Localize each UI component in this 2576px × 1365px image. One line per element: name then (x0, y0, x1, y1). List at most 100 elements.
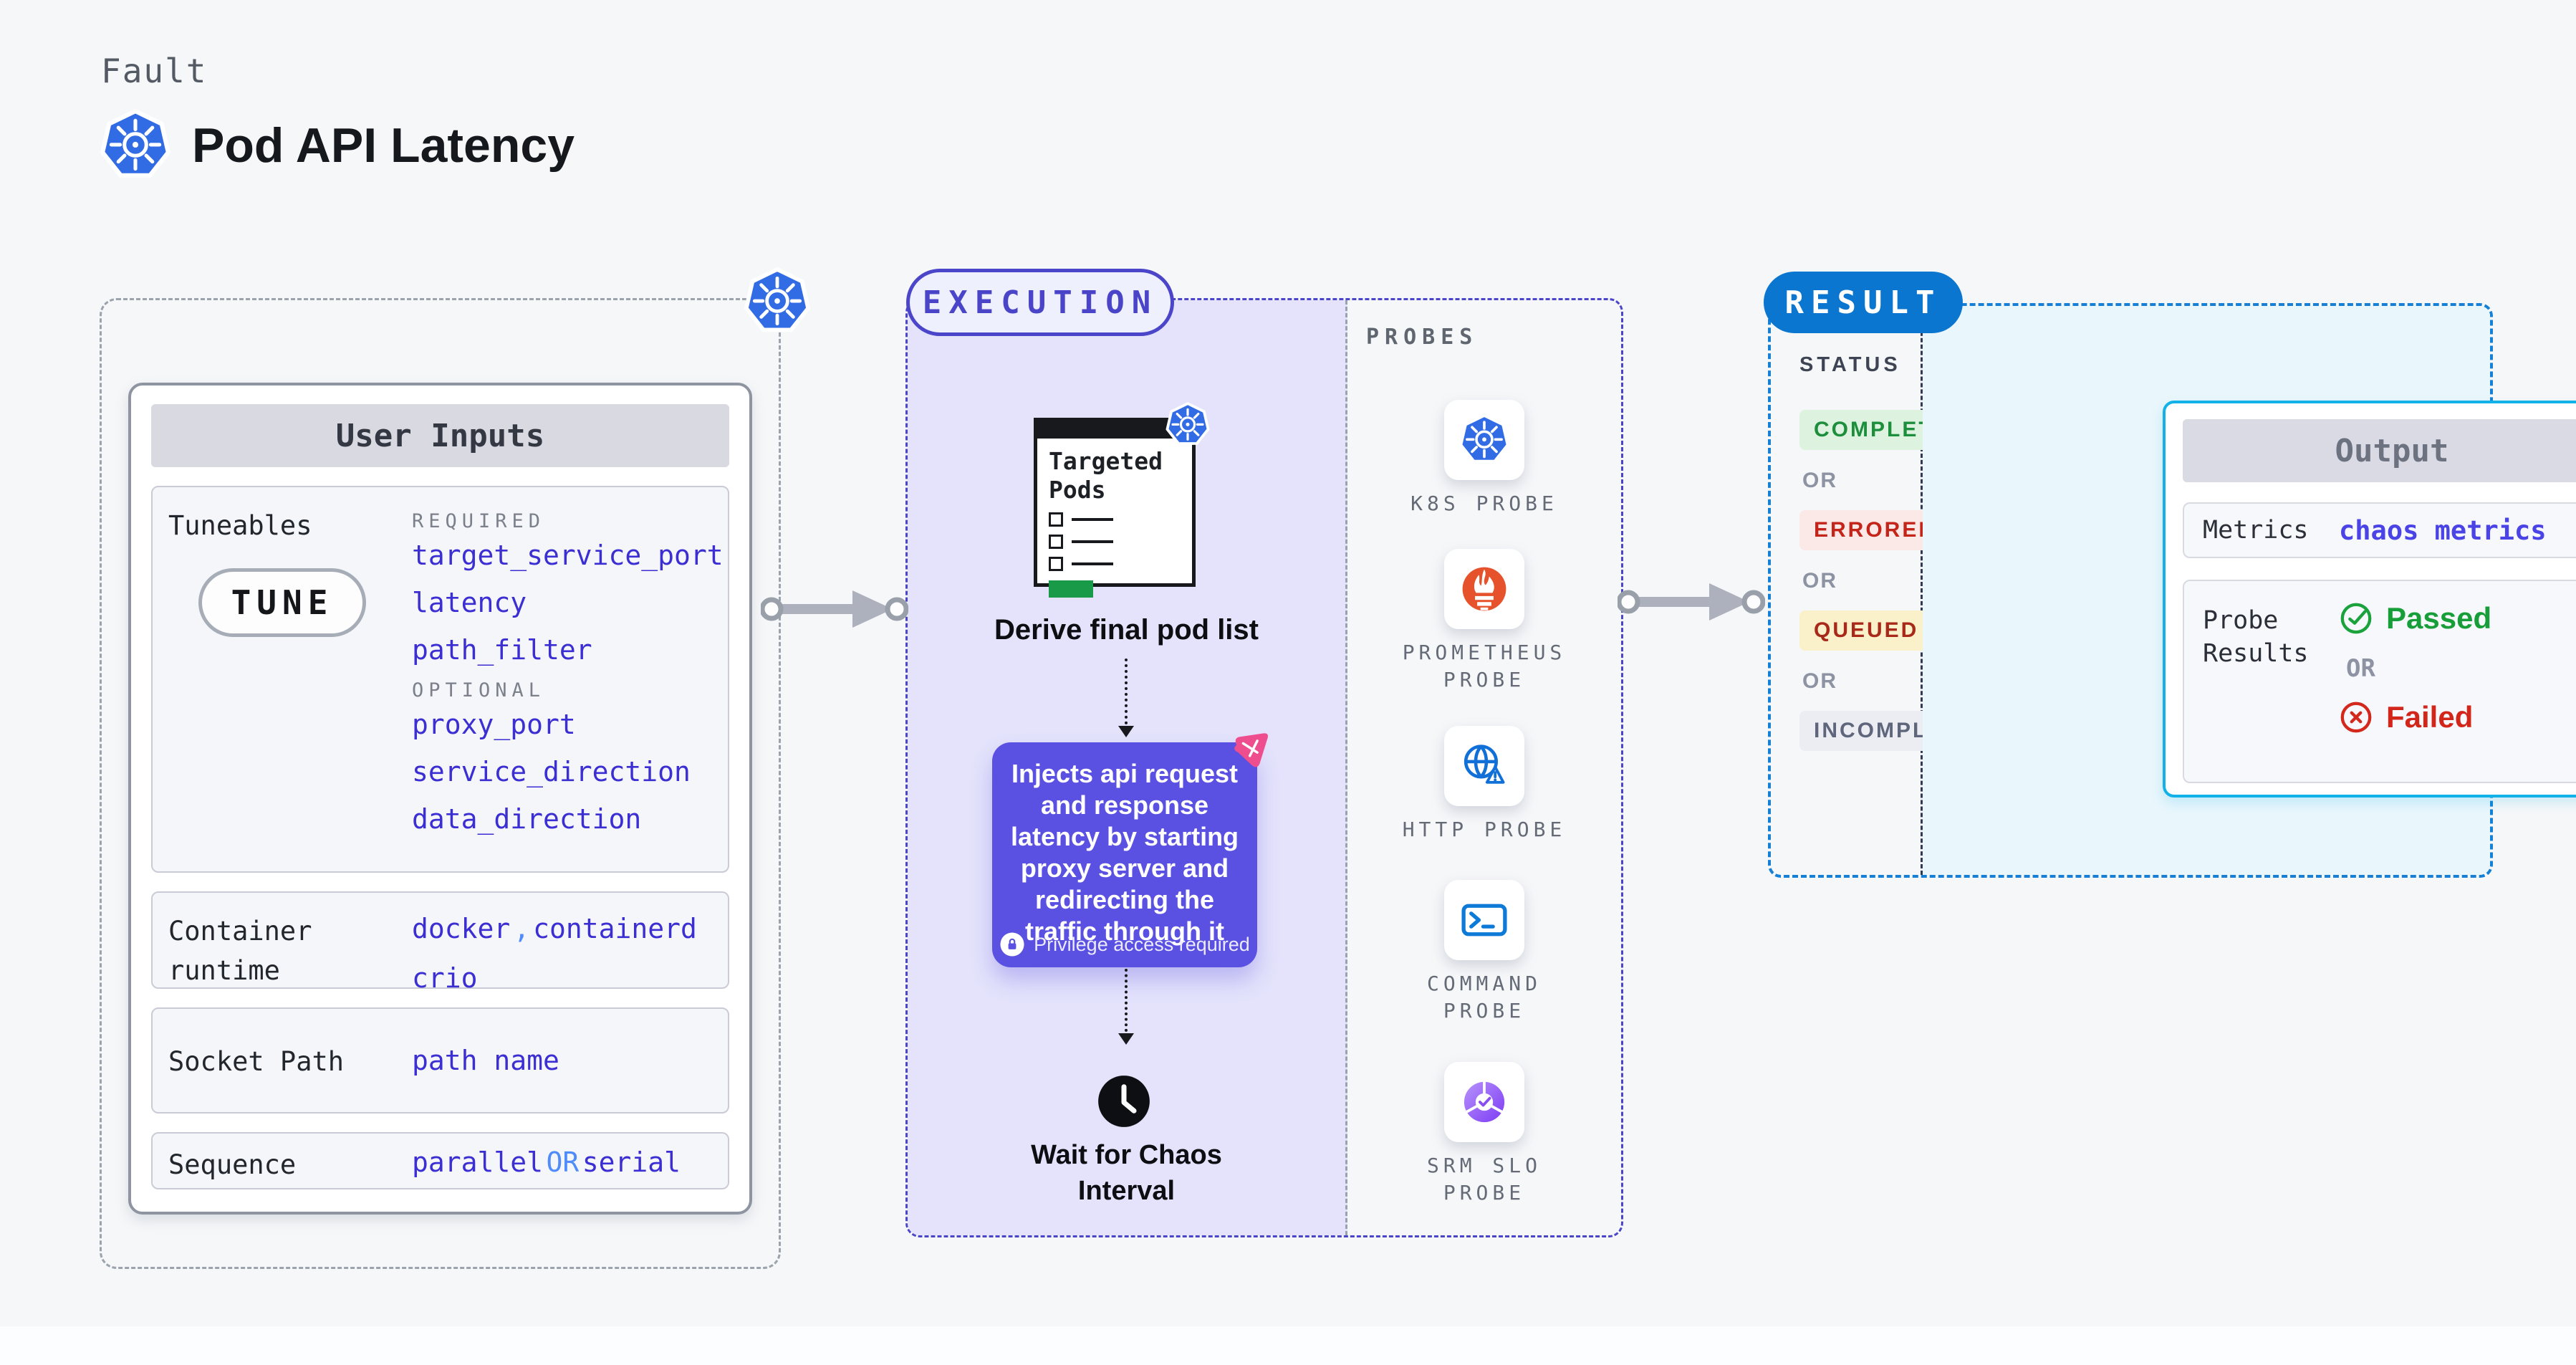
checkbox-icon (1049, 535, 1063, 549)
tuneable-param: service_direction (412, 756, 691, 787)
probe-item-prometheus: PROMETHEUS PROBE (1347, 549, 1621, 694)
container-runtime-label: Container runtime (168, 916, 312, 986)
prometheus-icon (1457, 562, 1512, 616)
optional-label: OPTIONAL (412, 679, 546, 701)
tuneables-label: Tuneables (168, 510, 312, 541)
socket-path-row: Socket Path path name (151, 1007, 729, 1113)
inject-step-text: Injects api request and response latency… (1010, 759, 1239, 946)
sequence-value: parallel (412, 1146, 544, 1178)
runtime-value: crio (412, 962, 478, 994)
inject-latency-step: Injects api request and response latency… (992, 742, 1257, 967)
passed-verdict: Passed (2339, 601, 2491, 636)
targeted-pods-document: Targeted Pods (1034, 418, 1196, 598)
flow-arrow-execution-to-result (1618, 582, 1765, 622)
execution-pill: EXECUTION (906, 269, 1174, 336)
runtime-value: containerd (533, 913, 697, 944)
green-progress-bar (1049, 580, 1093, 598)
failed-verdict: Failed (2339, 700, 2491, 734)
required-label: REQUIRED (412, 510, 546, 532)
probe-item-command: COMMAND PROBE (1347, 880, 1621, 1025)
container-runtime-row: Container runtime docker , containerd cr… (151, 891, 729, 994)
output-header: Output (2183, 419, 2576, 482)
page-title-row: Pod API Latency (99, 107, 575, 183)
sequence-row: Sequence parallel OR serial (151, 1132, 729, 1189)
tuneables-values: REQUIRED target_service_port latency pat… (389, 487, 728, 871)
tuneables-row: Tuneables REQUIRED target_service_port l… (151, 486, 729, 873)
tuneable-param: path_filter (412, 634, 592, 666)
pod-list-item (1049, 535, 1192, 549)
probes-panel: PROBES K8S PROBE PROMETHEUS PROBE HTTP P… (1347, 300, 1621, 1235)
list-line (1072, 562, 1113, 565)
probe-name: HTTP PROBE (1402, 818, 1567, 841)
fault-eyebrow: Fault (101, 52, 208, 90)
derive-pod-list-label: Derive final pod list (994, 614, 1259, 646)
x-circle-icon (2339, 700, 2373, 734)
output-card: Output Metrics chaos metrics Probe Resul… (2163, 401, 2576, 798)
targeted-pods-title: Targeted Pods (1049, 447, 1163, 504)
status-column: RESULT STATUS COMPLETED OR ERRORED OR QU… (1764, 272, 2009, 875)
runtime-separator: , (513, 913, 530, 944)
or-separator: OR (1802, 569, 1837, 593)
tuneable-param: data_direction (412, 803, 642, 835)
checkbox-icon (1049, 557, 1063, 571)
lock-icon (999, 931, 1025, 957)
privilege-note-text: Privilege access required (1034, 933, 1250, 955)
probe-results-row: Probe Results Passed OR Failed (2183, 580, 2576, 783)
sequence-value: serial (582, 1146, 681, 1178)
page-title: Pod API Latency (192, 118, 575, 173)
tuneable-param: target_service_port (412, 540, 724, 571)
tuneable-param: latency (412, 587, 527, 618)
pod-list-item (1049, 512, 1192, 527)
metrics-row: Metrics chaos metrics (2183, 502, 2576, 558)
metrics-label: Metrics (2203, 516, 2309, 545)
container-runtime-values: docker , containerd crio (389, 893, 728, 994)
or-separator: OR (1802, 469, 1837, 492)
probe-item-http: HTTP PROBE (1347, 726, 1621, 843)
arrowhead-icon (1118, 1033, 1134, 1045)
status-heading: STATUS (1799, 353, 1901, 376)
litmus-icon (1230, 731, 1273, 772)
probe-name: PROMETHEUS PROBE (1402, 641, 1567, 691)
pod-list-item (1049, 557, 1192, 571)
sequence-or: OR (546, 1146, 580, 1178)
status-badge-queued: QUEUED (1799, 610, 1933, 651)
probe-item-srm-slo: SRM SLO PROBE (1347, 1062, 1621, 1207)
probe-name: COMMAND PROBE (1426, 972, 1542, 1022)
terminal-icon (1457, 893, 1512, 947)
flow-arrow-tune-to-execution (761, 589, 908, 629)
failed-text: Failed (2386, 700, 2474, 734)
probe-card (1444, 549, 1524, 629)
tune-pill: TUNE (198, 568, 366, 637)
execution-section: EXECUTION Targeted Pods Derive final pod… (905, 269, 1623, 1237)
kubernetes-icon (1165, 401, 1211, 449)
user-inputs-card: User Inputs Tuneables REQUIRED target_se… (128, 383, 752, 1215)
wait-chaos-interval-label: Wait for Chaos Interval (1031, 1140, 1222, 1206)
user-inputs-header: User Inputs (151, 404, 729, 467)
result-section: RESULT STATUS COMPLETED OR ERRORED OR QU… (1764, 272, 2576, 878)
arrowhead-icon (1118, 726, 1134, 737)
socket-path-label: Socket Path (168, 1046, 345, 1077)
http-globe-warning-icon (1457, 739, 1512, 793)
probe-card (1444, 880, 1524, 960)
metrics-value: chaos metrics (2339, 514, 2547, 546)
check-circle-icon (2339, 601, 2373, 636)
kubernetes-icon (99, 107, 172, 183)
result-output-panel: Output Metrics chaos metrics Probe Resul… (1923, 306, 2576, 875)
list-line (1072, 518, 1113, 521)
tune-section: TUNE User Inputs Tuneables REQUIRED targ… (100, 298, 781, 1269)
list-line (1072, 540, 1113, 543)
dotted-connector (1125, 658, 1128, 724)
clock-icon (1096, 1073, 1152, 1129)
probe-name: SRM SLO PROBE (1426, 1154, 1542, 1204)
probe-name: K8S PROBE (1410, 492, 1558, 515)
probe-item-k8s: K8S PROBE (1347, 400, 1621, 517)
kubernetes-icon (743, 266, 812, 337)
probe-card (1444, 726, 1524, 806)
execution-panel: EXECUTION Targeted Pods Derive final pod… (906, 269, 1347, 1235)
probe-card (1444, 1062, 1524, 1142)
footer-strip (0, 1326, 2576, 1365)
probe-results-label: Probe Results (2203, 606, 2309, 668)
probes-heading: PROBES (1366, 325, 1479, 350)
runtime-value: docker (412, 913, 511, 944)
